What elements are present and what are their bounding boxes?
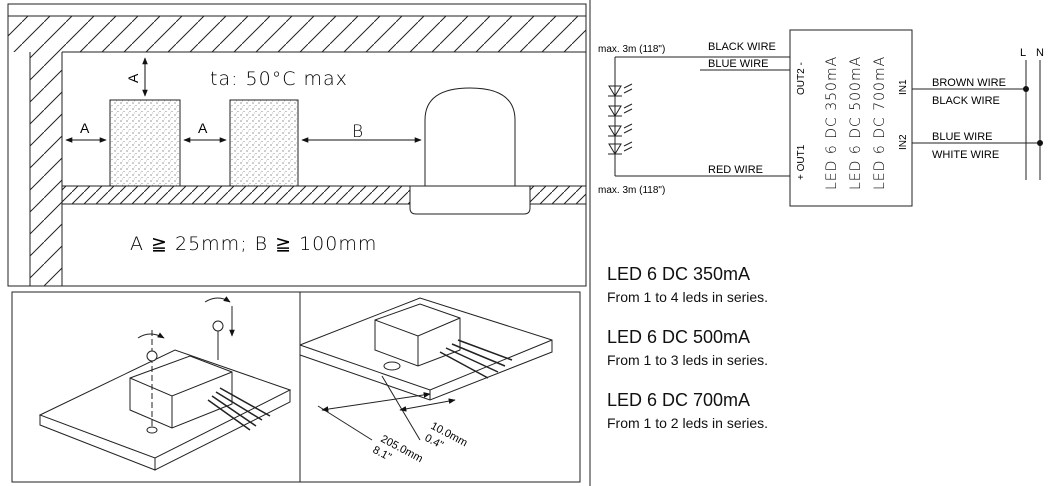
l-label: L	[1020, 47, 1026, 59]
mounting-panel-right: 10.0mm 0.4" 205.0mm 8.1"	[299, 291, 581, 483]
blue-wire-out: BLUE WIRE	[708, 58, 769, 70]
spec-500: LED 6 DC 500mA From 1 to 3 leds in serie…	[607, 326, 768, 369]
floor-slab	[61, 185, 411, 205]
box-model-3: LED 6 DC 700mA	[872, 56, 888, 190]
max-length-bottom: max. 3m (118")	[598, 185, 665, 196]
luminaire	[424, 87, 516, 186]
brown-wire: BROWN WIRE	[932, 77, 1006, 89]
spec-500-desc: From 1 to 3 leds in series.	[607, 352, 769, 368]
spec-500-model: LED 6 DC 500mA	[607, 327, 751, 347]
mounting-panel-left	[11, 291, 301, 483]
out1-label: + OUT1	[796, 144, 807, 180]
driver-block-1	[109, 99, 181, 187]
blue-wire-in: BLUE WIRE	[932, 131, 993, 143]
wall-hatch	[30, 52, 62, 286]
white-wire: WHITE WIRE	[932, 149, 999, 161]
out2-label: OUT2 -	[796, 62, 807, 95]
spec-700-model: LED 6 DC 700mA	[607, 390, 751, 410]
n-label: N	[1036, 47, 1044, 59]
in1-label: IN1	[898, 79, 909, 95]
clearance-text: A ≧ 25mm; B ≧ 100mm	[130, 233, 377, 255]
max-length-top: max. 3m (118")	[598, 44, 665, 55]
wiring-diagram: max. 3m (118") max. 3m (118") BLACK WIRE…	[589, 0, 1044, 486]
b-label: B	[352, 122, 364, 142]
spec-350-desc: From 1 to 4 leds in series.	[607, 289, 769, 305]
installation-diagram: A A A B ta: 50°C max A ≧ 25mm; B ≧ 100mm	[7, 3, 587, 287]
black-wire-in: BLACK WIRE	[932, 95, 1000, 107]
spec-350-model: LED 6 DC 350mA	[607, 264, 751, 284]
red-wire: RED WIRE	[708, 164, 763, 176]
spec-700-desc: From 1 to 2 leds in series.	[607, 415, 769, 431]
black-wire-out: BLACK WIRE	[708, 41, 776, 53]
in2-label: IN2	[898, 134, 909, 150]
led-series-icon	[608, 80, 633, 158]
box-model-2: LED 6 DC 500mA	[848, 56, 864, 190]
ta-label: ta: 50°C max	[210, 68, 348, 90]
box-model-1: LED 6 DC 350mA	[824, 56, 840, 190]
ceiling-hatch	[8, 16, 586, 52]
driver-box	[789, 29, 913, 207]
driver-block-2	[229, 99, 299, 187]
spec-350: LED 6 DC 350mA From 1 to 4 leds in serie…	[607, 263, 768, 306]
a-label-middle: A	[198, 120, 208, 136]
a-label-left: A	[80, 120, 90, 136]
a-label-top: A	[125, 73, 141, 83]
spec-700: LED 6 DC 700mA From 1 to 2 leds in serie…	[607, 389, 768, 432]
